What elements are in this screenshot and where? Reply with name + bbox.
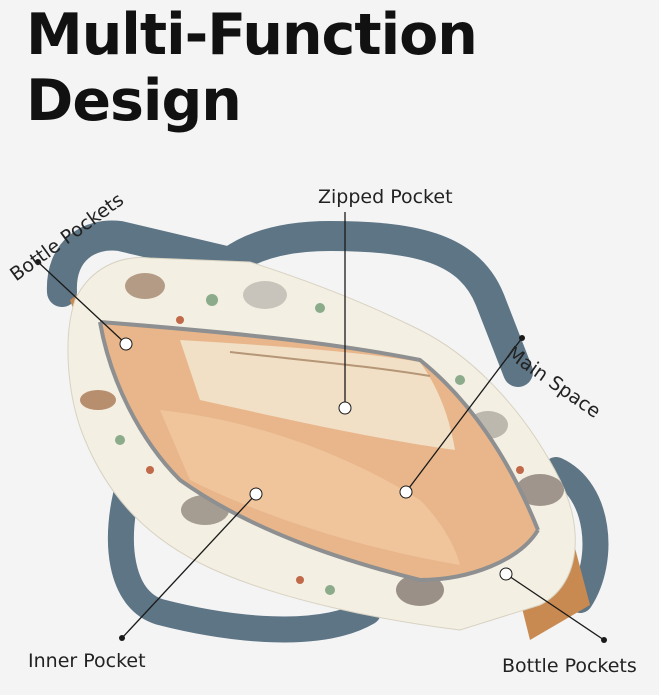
page-title: Multi-Function Design — [26, 2, 478, 134]
main-space-marker — [399, 485, 413, 499]
inner-pocket-line — [121, 493, 257, 639]
inner-pocket-marker — [249, 487, 263, 501]
bottle-pockets-right-label: Bottle Pockets — [502, 655, 637, 677]
main-zipper-lower — [98, 321, 540, 583]
title-line-2: Design — [26, 68, 242, 134]
bottle-pockets-left-marker — [119, 337, 133, 351]
bottle-pockets-right-marker — [499, 567, 513, 581]
main-zipper — [99, 320, 540, 531]
strap-back — [46, 220, 533, 387]
title-line-1: Multi-Function — [26, 2, 478, 68]
main-space-line — [405, 337, 523, 493]
strap-front — [107, 467, 381, 643]
zipped-pocket-marker — [338, 401, 352, 415]
zipped-pocket-label: Zipped Pocket — [318, 186, 453, 208]
bottle-pockets-left-line — [37, 261, 127, 345]
fabric-print — [80, 273, 564, 606]
inner-pocket-panel — [160, 410, 460, 565]
zipped-pocket-panel — [180, 340, 455, 450]
zipped-pocket-zipper — [229, 351, 431, 377]
inner-pocket-label: Inner Pocket — [28, 650, 146, 672]
bottle-pockets-right-line — [505, 573, 605, 641]
strap-right — [543, 457, 609, 613]
